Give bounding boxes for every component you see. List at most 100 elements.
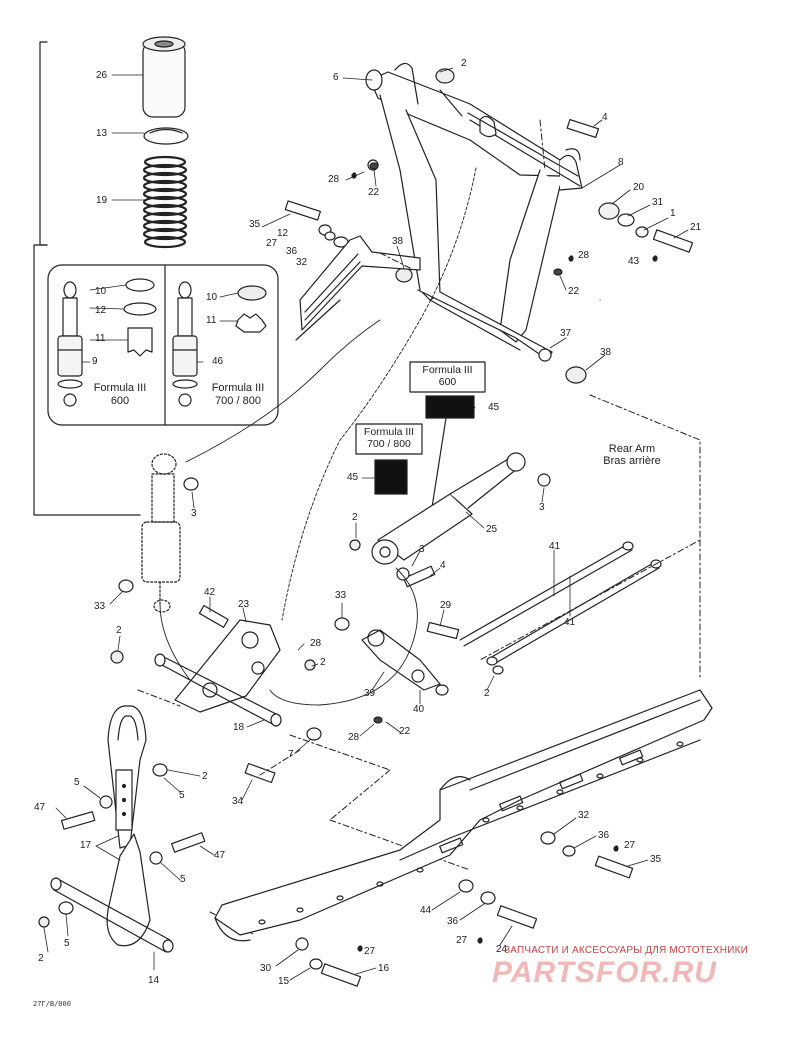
callout-12: 12 xyxy=(277,228,289,239)
front-arm xyxy=(365,62,583,361)
callout-18: 18 xyxy=(233,722,245,733)
side-rail xyxy=(214,689,713,942)
coil-spring xyxy=(142,155,188,249)
stopper-rods xyxy=(426,541,662,675)
callout-2: 2 xyxy=(352,512,358,523)
callout-39: 39 xyxy=(364,688,376,699)
callout-27: 27 xyxy=(364,946,376,957)
callout-1: 1 xyxy=(670,208,676,219)
callout-47: 47 xyxy=(214,850,226,861)
inset-left-model: Formula III xyxy=(93,382,147,394)
callout-32: 32 xyxy=(296,257,308,268)
variant-box-600: Formula III 600 xyxy=(410,364,485,388)
callout-2: 2 xyxy=(461,58,467,69)
callout-12: 12 xyxy=(95,305,107,316)
callout-leaders xyxy=(43,67,689,981)
callout-11: 11 xyxy=(206,315,217,326)
callout-22: 22 xyxy=(368,187,380,198)
callout-35: 35 xyxy=(249,219,261,230)
rear-shock xyxy=(349,452,551,588)
callout-13: 13 xyxy=(96,128,108,139)
watermark-tagline: ЗАПЧАСТИ И АКСЕССУАРЫ ДЛЯ МОТОТЕХНИКИ xyxy=(504,945,749,956)
callout-24: 24 xyxy=(496,944,508,955)
inset-right-caption: Formula III 700 / 800 xyxy=(200,382,276,408)
callout-15: 15 xyxy=(278,976,290,987)
callout-44: 44 xyxy=(420,905,432,916)
callout-22: 22 xyxy=(399,726,411,737)
variant-600-engine: 600 xyxy=(438,376,457,388)
front-arm-hardware xyxy=(284,68,694,384)
callout-5: 5 xyxy=(74,777,80,788)
spring-retainer xyxy=(143,127,189,145)
callout-30: 30 xyxy=(260,963,272,974)
callout-22: 22 xyxy=(568,286,580,297)
callout-10: 10 xyxy=(95,286,107,297)
suspension-bracket xyxy=(38,705,206,953)
inset-right-model: Formula III xyxy=(211,382,265,394)
callout-2: 2 xyxy=(320,657,326,668)
callout-10: 10 xyxy=(206,292,218,303)
variant-600-model: Formula III xyxy=(422,364,473,376)
curved-leader-lines xyxy=(159,167,477,706)
callout-14: 14 xyxy=(148,975,160,986)
callout-35: 35 xyxy=(650,854,662,865)
callout-33: 33 xyxy=(94,601,106,612)
shock-label-boxes xyxy=(355,361,486,521)
link-plate xyxy=(334,617,449,724)
callout-28: 28 xyxy=(328,174,340,185)
callout-2: 2 xyxy=(38,953,44,964)
callout-46: 46 xyxy=(212,356,224,367)
callout-29: 29 xyxy=(440,600,452,611)
dashed-leader-lines xyxy=(137,119,701,936)
callout-4: 4 xyxy=(602,112,608,123)
callout-21: 21 xyxy=(690,222,702,233)
callout-2: 2 xyxy=(484,688,490,699)
callout-42: 42 xyxy=(204,587,216,598)
callout-36: 36 xyxy=(286,246,298,257)
left-bracket xyxy=(33,41,141,516)
variant-box-700-800: Formula III 700 / 800 xyxy=(356,426,422,450)
callout-45: 45 xyxy=(347,472,359,483)
callout-36: 36 xyxy=(598,830,610,841)
callout-5: 5 xyxy=(64,938,70,949)
callout-31: 31 xyxy=(652,197,664,208)
upper-rail xyxy=(295,235,421,341)
callout-3: 3 xyxy=(539,502,545,513)
callout-47: 47 xyxy=(34,802,46,813)
callout-26: 26 xyxy=(96,70,108,81)
rail-hardware xyxy=(295,831,634,987)
callout-17: 17 xyxy=(80,840,92,851)
callout-2: 2 xyxy=(202,771,208,782)
watermark-logo: PARTSFOR.RU xyxy=(492,956,717,989)
callout-3: 3 xyxy=(419,544,425,555)
callout-41: 41 xyxy=(564,617,576,628)
callout-38: 38 xyxy=(600,347,612,358)
bushing xyxy=(183,477,199,491)
callout-40: 40 xyxy=(413,704,425,715)
callout-38: 38 xyxy=(392,236,404,247)
inset-right-engine: 700 / 800 xyxy=(215,395,261,407)
callout-41: 41 xyxy=(549,541,561,552)
callout-27: 27 xyxy=(266,238,278,249)
callout-16: 16 xyxy=(378,963,390,974)
callout-23: 23 xyxy=(238,599,250,610)
callout-37: 37 xyxy=(560,328,572,339)
rear-arm-label: Rear Arm Bras arrière xyxy=(592,443,672,467)
callout-33: 33 xyxy=(335,590,347,601)
callout-45: 45 xyxy=(488,402,500,413)
callout-19: 19 xyxy=(96,195,108,206)
callout-43: 43 xyxy=(628,256,640,267)
callout-36: 36 xyxy=(447,916,459,927)
callout-27: 27 xyxy=(456,935,468,946)
rear-arm-en: Rear Arm xyxy=(608,443,656,455)
callout-25: 25 xyxy=(486,524,498,535)
callout-27: 27 xyxy=(624,840,636,851)
callout-7: 7 xyxy=(288,749,294,760)
callout-28: 28 xyxy=(310,638,322,649)
callout-8: 8 xyxy=(618,157,624,168)
variant-700-engine: 700 / 800 xyxy=(367,438,411,450)
callout-6: 6 xyxy=(333,72,339,83)
rear-arm-fr: Bras arrière xyxy=(603,455,661,467)
